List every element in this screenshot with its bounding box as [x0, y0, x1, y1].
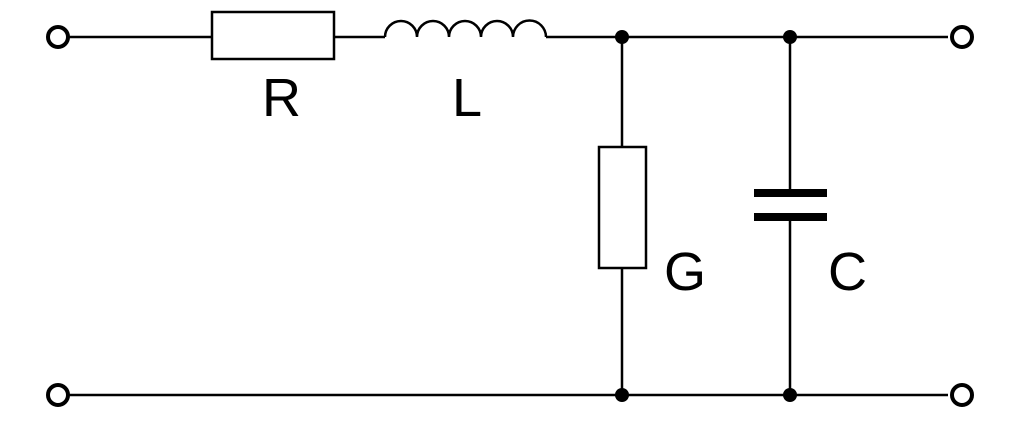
terminal-bottom-right: [950, 383, 974, 407]
terminal-top-left: [46, 25, 70, 49]
junction-dot-top-c: [783, 30, 797, 44]
junction-dot-bottom-c: [783, 388, 797, 402]
label-c: C: [828, 242, 867, 302]
inductor-l: [383, 19, 548, 38]
resistor-r: [210, 10, 336, 61]
terminal-top-right: [950, 25, 974, 49]
label-l: L: [452, 68, 482, 128]
label-r: R: [262, 68, 301, 128]
capacitor-c: [754, 189, 827, 221]
junction-dot-top-g: [615, 30, 629, 44]
conductance-g: [597, 145, 648, 270]
terminal-bottom-left: [46, 383, 70, 407]
junction-dot-bottom-g: [615, 388, 629, 402]
label-g: G: [664, 242, 706, 302]
